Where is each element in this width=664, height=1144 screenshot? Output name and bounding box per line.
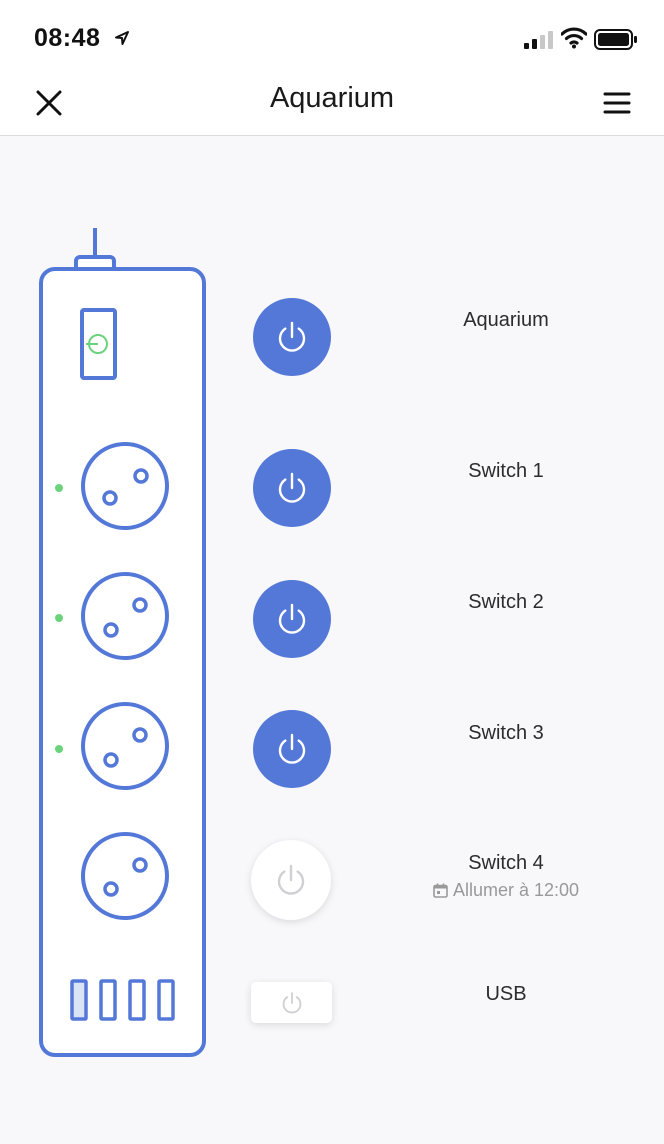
socket-4-icon: [81, 832, 169, 920]
location-arrow-icon: [115, 31, 129, 45]
socket-3-led: [55, 745, 63, 753]
calendar-icon: [433, 883, 448, 898]
socket-1-icon: [81, 442, 169, 530]
socket-2-led: [55, 614, 63, 622]
socket-3-icon: [81, 702, 169, 790]
power-icon: [278, 472, 306, 503]
outlet-label-switch-3: Switch 3: [468, 722, 544, 744]
signal-icon: [524, 31, 553, 49]
status-bar: 08:48: [0, 0, 664, 78]
close-icon: [36, 90, 62, 116]
power-button-usb[interactable]: [251, 982, 332, 1023]
wifi-icon: [561, 27, 587, 49]
status-time: 08:48: [34, 24, 101, 52]
page-title: Aquarium: [269, 82, 395, 114]
power-button-switch-2[interactable]: [253, 580, 331, 658]
schedule-text: Allumer à 12:00: [452, 880, 580, 900]
socket-2-icon: [81, 572, 169, 660]
outlet-label-aquarium: Aquarium: [463, 309, 549, 331]
socket-1-led: [55, 484, 63, 492]
power-button-aquarium[interactable]: [253, 298, 331, 376]
power-icon: [277, 864, 305, 895]
power-button-switch-4[interactable]: [251, 840, 331, 920]
power-icon: [278, 603, 306, 634]
main-switch-icon: [80, 308, 117, 380]
outlet-label-switch-4: Switch 4: [468, 852, 544, 874]
power-button-switch-1[interactable]: [253, 449, 331, 527]
menu-button[interactable]: [598, 84, 636, 122]
outlet-label-switch-2: Switch 2: [468, 591, 544, 613]
battery-icon: [594, 29, 637, 50]
outlet-label-usb: USB: [485, 983, 527, 1005]
hamburger-menu-icon: [603, 92, 631, 114]
power-strip-illustration: [39, 228, 206, 1057]
nav-bar: Aquarium: [0, 78, 664, 136]
usb-ports-icon: [70, 979, 175, 1021]
power-icon: [282, 991, 301, 1013]
power-button-switch-3[interactable]: [253, 710, 331, 788]
power-icon: [278, 733, 306, 764]
close-button[interactable]: [30, 84, 68, 122]
outlet-label-switch-1: Switch 1: [468, 460, 544, 482]
power-icon: [278, 321, 306, 352]
schedule-info: Allumer à 12:00: [400, 880, 612, 901]
